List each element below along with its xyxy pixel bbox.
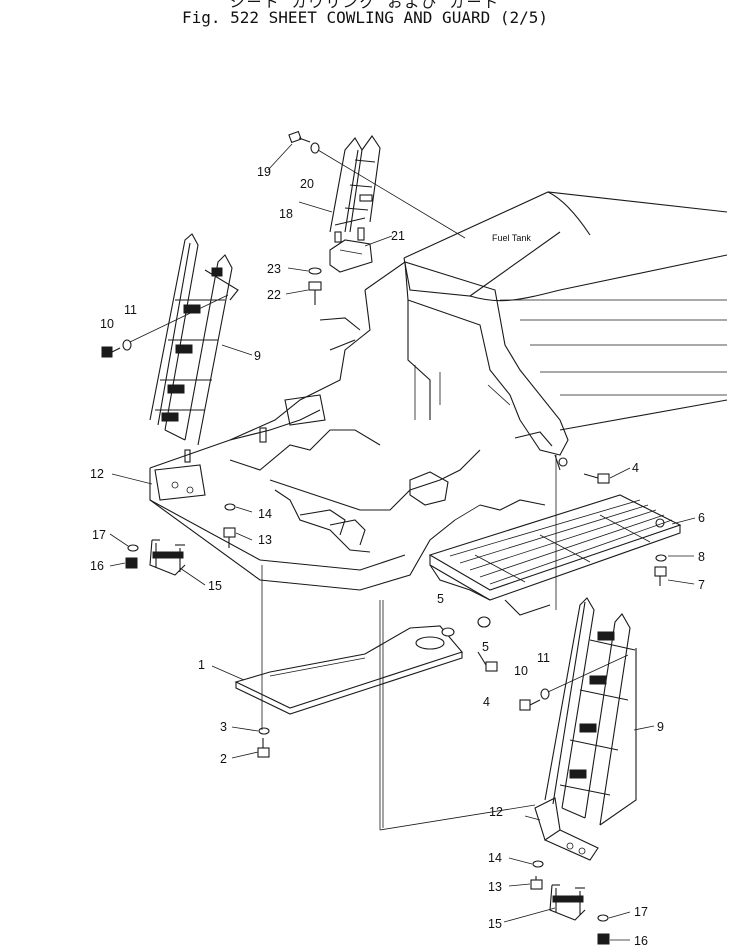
callout-15: 15 [208, 579, 222, 593]
callout-10-right: 10 [514, 664, 528, 678]
callout-7: 7 [698, 578, 705, 592]
callout-17: 17 [92, 528, 106, 542]
main-frame [229, 261, 569, 471]
callout-23: 23 [267, 262, 281, 276]
ladder-left [149, 233, 239, 446]
step-frame [428, 494, 682, 616]
callout-16-right: 16 [634, 934, 648, 948]
callout-17-right: 17 [634, 905, 648, 919]
callout-labels: 19 20 18 21 23 22 11 10 9 4 12 14 13 17 … [90, 165, 705, 948]
callout-8: 8 [698, 550, 705, 564]
ladder-top [329, 135, 381, 273]
clamp-right [549, 884, 586, 921]
fuel-tank: Fuel Tank [403, 191, 728, 431]
callout-6: 6 [698, 511, 705, 525]
callout-9-right: 9 [657, 720, 664, 734]
callout-20: 20 [300, 177, 314, 191]
japanese-title: シート カウリング および ガード [229, 0, 501, 11]
callout-15-right: 15 [488, 917, 502, 931]
fasteners [101, 130, 667, 945]
callout-11: 11 [124, 303, 137, 317]
callout-9: 9 [254, 349, 261, 363]
callout-12: 12 [90, 467, 104, 481]
lower-body [149, 394, 546, 591]
callout-2: 2 [220, 752, 227, 766]
callout-16: 16 [90, 559, 104, 573]
callout-10: 10 [100, 317, 114, 331]
ladder-right [544, 597, 637, 826]
callout-21: 21 [391, 229, 405, 243]
clamp-left [149, 539, 186, 576]
callout-12-right: 12 [489, 805, 503, 819]
callout-18: 18 [279, 207, 293, 221]
callout-19: 19 [257, 165, 271, 179]
bottom-guard [234, 625, 463, 715]
callout-22: 22 [267, 288, 281, 302]
callout-14: 14 [258, 507, 272, 521]
callout-11-right: 11 [537, 651, 550, 665]
callout-4: 4 [632, 461, 639, 475]
fuel-tank-label: Fuel Tank [492, 233, 531, 243]
callout-13: 13 [258, 533, 272, 547]
figure-title: Fig. 522 SHEET COWLING AND GUARD (2/5) [181, 8, 549, 27]
bracket-right [534, 797, 599, 861]
callout-4-lower: 4 [483, 695, 490, 709]
callout-5-upper: 5 [437, 592, 444, 606]
leader-lines [109, 143, 696, 941]
callout-14-right: 14 [488, 851, 502, 865]
callout-1: 1 [198, 658, 205, 672]
callout-13-right: 13 [488, 880, 502, 894]
callout-3: 3 [220, 720, 227, 734]
callout-5-lower: 5 [482, 640, 489, 654]
